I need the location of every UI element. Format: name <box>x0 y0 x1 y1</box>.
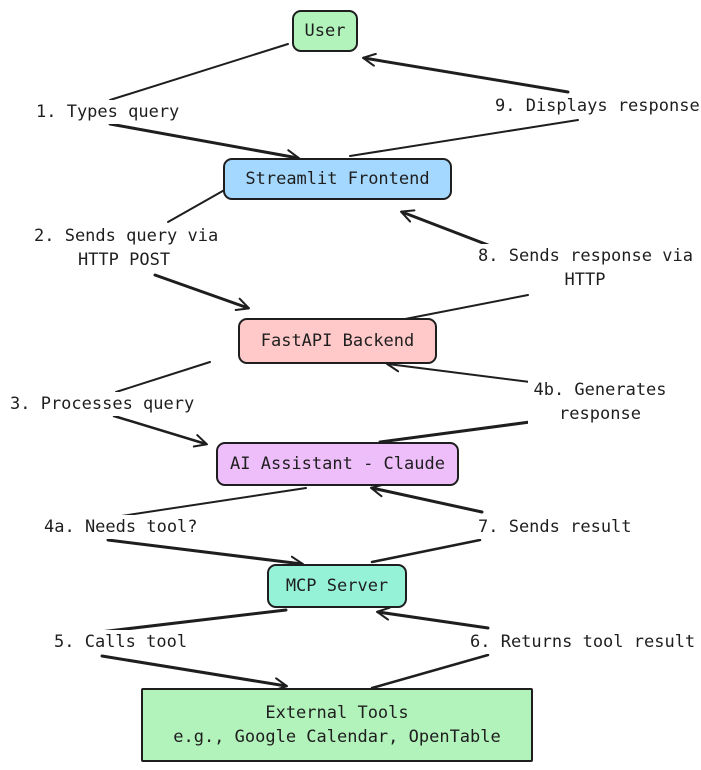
arrow-generates-response-head <box>386 358 531 383</box>
arrow-types-query <box>109 43 289 101</box>
step-4b-line2: response <box>559 404 641 424</box>
node-streamlit-frontend-label: Streamlit Frontend <box>245 169 430 189</box>
node-ai-assistant: AI Assistant - Claude <box>216 442 459 486</box>
step-9-label: 9. Displays response <box>493 94 701 118</box>
arrow-processes-query-head <box>112 414 208 448</box>
node-mcp-server: MCP Server <box>267 564 407 608</box>
arrow-needs-tool-head <box>106 538 304 570</box>
node-user: User <box>292 10 358 52</box>
step-4b-label: 4b. Generates response <box>528 378 672 426</box>
step-3-label: 3. Processes query <box>8 392 197 416</box>
arrow-displays-response-head <box>362 52 570 94</box>
arrow-sends-query-head <box>153 273 250 311</box>
arrow-sends-response <box>399 294 529 321</box>
node-ai-assistant-label: AI Assistant - Claude <box>230 454 445 474</box>
arrow-sends-query <box>167 187 229 223</box>
arrow-displays-response <box>349 119 579 157</box>
arrow-types-query-head <box>108 122 300 163</box>
node-external-tools: External Tools e.g., Google Calendar, Op… <box>141 688 533 762</box>
arrow-returns-result-head <box>376 606 490 630</box>
step-7-label: 7. Sends result <box>476 515 634 539</box>
arrow-calls-tool <box>98 608 288 634</box>
step-1-label: 1. Types query <box>34 100 182 124</box>
step-8-line2: HTTP <box>564 270 606 290</box>
node-fastapi-backend-label: FastAPI Backend <box>260 331 415 351</box>
arrow-calls-tool-head <box>100 654 288 692</box>
step-5-label: 5. Calls tool <box>52 630 190 654</box>
step-8-line1: 8. Sends response via <box>478 246 693 266</box>
node-fastapi-backend: FastAPI Backend <box>238 318 437 364</box>
arrow-needs-tool <box>107 487 307 519</box>
step-4b-line1: 4b. Generates <box>533 380 667 400</box>
arrow-sends-result-head <box>370 483 484 514</box>
arrow-sends-response-head <box>400 209 490 247</box>
step-2-line2: HTTP POST <box>77 250 171 270</box>
arrow-generates-response <box>378 420 532 444</box>
step-6-label: 6. Returns tool result <box>468 630 698 654</box>
arrow-returns-result <box>370 653 490 690</box>
node-external-tools-line2: e.g., Google Calendar, OpenTable <box>173 727 501 747</box>
step-4a-label: 4a. Needs tool? <box>42 515 200 539</box>
step-8-label: 8. Sends response via HTTP <box>476 244 694 292</box>
step-2-label: 2. Sends query via HTTP POST <box>32 224 219 272</box>
node-streamlit-frontend: Streamlit Frontend <box>223 158 452 200</box>
node-user-label: User <box>304 21 346 41</box>
arrow-processes-query <box>115 361 211 393</box>
node-external-tools-line1: External Tools <box>265 703 409 723</box>
node-mcp-server-label: MCP Server <box>285 576 389 596</box>
step-2-line1: 2. Sends query via <box>34 226 219 246</box>
arrow-sends-result <box>370 538 482 564</box>
